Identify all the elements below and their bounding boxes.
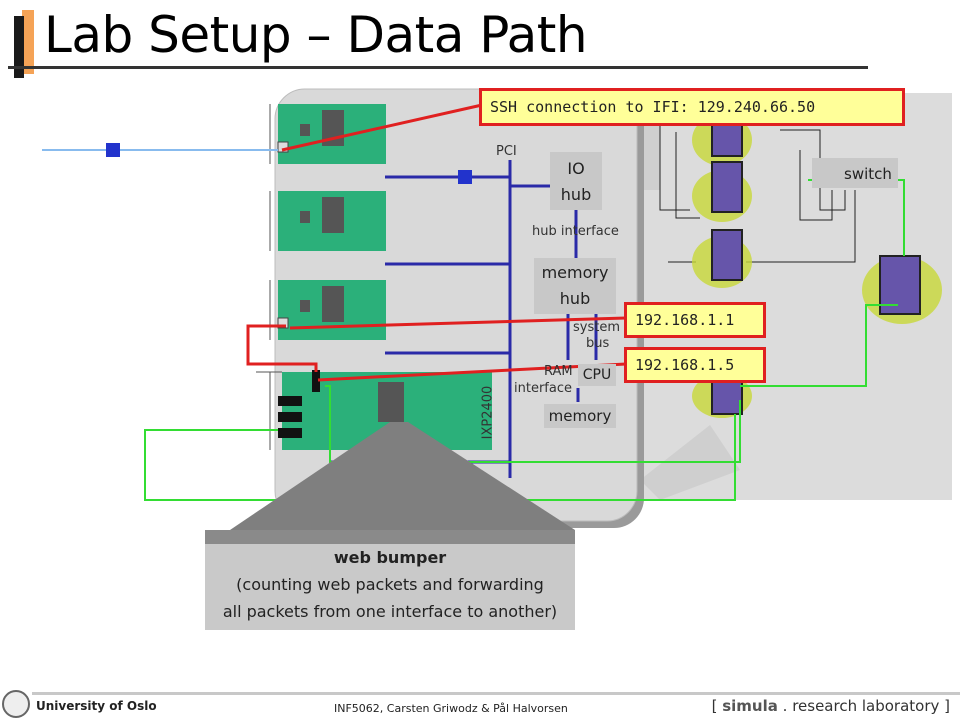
server-icon-4 <box>692 374 752 418</box>
title-accent-orange <box>22 10 34 74</box>
switch-label: switch <box>844 165 892 183</box>
footer-lab-open: [ <box>711 697 723 715</box>
memory-box: memory <box>544 404 616 428</box>
io-hub-label-line2: hub <box>560 185 592 204</box>
server-icon-2 <box>692 161 752 222</box>
ip-box-1: 192.168.1.1 <box>624 302 766 338</box>
ram-interface-label-line1: RAM <box>544 364 573 379</box>
green-cables <box>144 179 905 501</box>
nic-card-3 <box>269 280 386 340</box>
ssh-connection-box: SSH connection to IFI: 129.240.66.50 <box>479 88 905 126</box>
nic-card-2 <box>269 191 386 251</box>
footer-university: University of Oslo <box>36 699 157 713</box>
footer-lab-rest: . research laboratory ] <box>777 697 950 715</box>
callout-title: web bumper <box>333 548 447 567</box>
io-hub-box: IO hub <box>550 152 602 210</box>
slide-title: Lab Setup – Data Path <box>44 6 588 64</box>
memory-hub-box: memory hub <box>534 258 616 314</box>
footer-divider <box>32 692 960 695</box>
title-underline <box>8 66 868 69</box>
red-pointers <box>246 103 627 382</box>
title-accent-dark <box>14 16 24 78</box>
ixp2400-label: IXP2400 <box>480 385 496 440</box>
callout-line2: all packets from one interface to anothe… <box>222 602 558 621</box>
io-hub-label-line1: IO <box>567 159 585 178</box>
ram-interface-label-line2: interface <box>514 381 572 396</box>
footer-authors: INF5062, Carsten Griwodz & Pål Halvorsen <box>334 702 568 715</box>
nic-card-1 <box>269 104 386 164</box>
callout-header <box>205 530 575 544</box>
server-icon-5 <box>862 255 942 324</box>
system-bus-label-line1: system <box>573 320 620 335</box>
cpu-box: CPU <box>578 364 616 386</box>
footer-lab-logo: [ simula . research laboratory ] <box>712 697 950 715</box>
memory-hub-label-line2: hub <box>559 289 591 308</box>
callout-shape <box>230 422 575 530</box>
footer-lab-simula: simula <box>722 697 778 715</box>
callout-line1: (counting web packets and forwarding <box>236 575 544 594</box>
memory-hub-label-line1: memory <box>541 263 609 282</box>
callout-body <box>205 542 575 630</box>
server-icon-3 <box>692 229 752 288</box>
pci-label: PCI <box>496 144 517 159</box>
link-connector-2 <box>458 170 472 184</box>
university-seal-icon <box>2 690 30 718</box>
web-bumper-callout: web bumper (counting web packets and for… <box>205 544 575 625</box>
ip-box-2: 192.168.1.5 <box>624 347 766 383</box>
hub-interface-label: hub interface <box>532 224 619 239</box>
switch-box <box>812 158 898 188</box>
system-bus-label-line2: bus <box>586 336 610 351</box>
switch-wiring <box>659 120 856 263</box>
link-connector-1 <box>106 143 120 157</box>
